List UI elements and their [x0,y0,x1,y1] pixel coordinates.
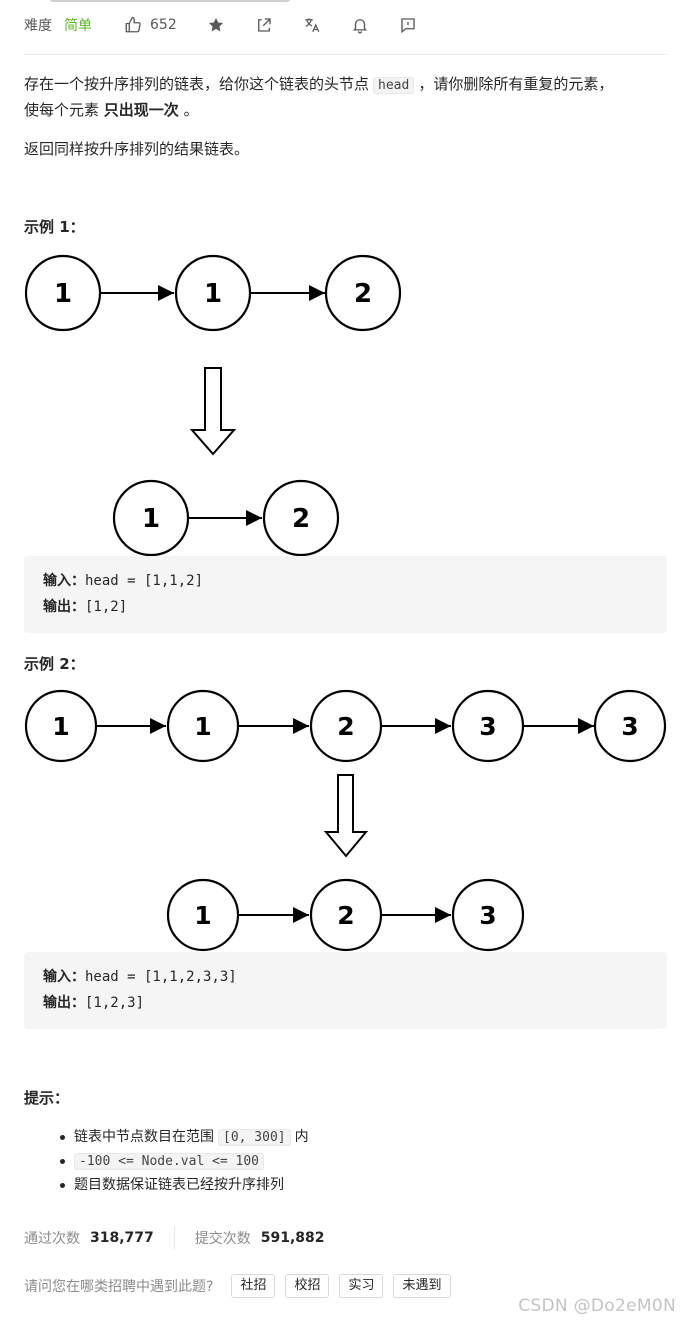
list-node: 3 [593,689,667,763]
problem-description-return: 返回同样按升序排列的结果链表。 [24,140,250,158]
list-item: -100 <= Node.val <= 100 [58,1149,309,1173]
example-2-title: 示例 2： [24,655,85,673]
feedback-button[interactable] [399,16,417,34]
comment-icon [401,18,415,34]
example-2-diagram: 1 1 2 3 3 1 2 3 [24,689,667,952]
svg-text:3: 3 [479,901,496,930]
list-node: 3 [451,689,525,763]
like-count: 652 [150,17,177,33]
divider [173,1226,175,1250]
svg-text:3: 3 [621,712,638,741]
star-icon [208,17,223,32]
favorite-button[interactable] [207,16,225,34]
accepted-label: 通过次数 [24,1231,80,1247]
down-arrow [323,774,369,858]
list-node: 1 [24,689,98,763]
down-arrow [189,367,237,456]
example-2-code: 输入：head = [1,1,2,3,3] 输出：[1,2,3] [24,952,667,1029]
list-node: 2 [262,479,340,557]
hints-title: 提示： [24,1089,70,1107]
svg-text:2: 2 [337,712,354,741]
list-item: 链表中节点数目在范围[0, 300]内 [58,1125,309,1149]
svg-text:2: 2 [354,279,372,309]
inline-code: [0, 300] [218,1129,291,1146]
translate-icon [304,18,320,33]
list-node: 1 [166,689,240,763]
watermark: CSDN @Do2eM0N [518,1296,676,1316]
list-node: 1 [174,254,252,332]
example-output: 输出：[1,2] [43,599,128,615]
bell-icon [352,19,367,34]
list-node: 1 [112,479,190,557]
submitted-label: 提交次数 [194,1231,251,1247]
list-node: 3 [451,878,525,952]
example-input: 输入：head = [1,1,2,3,3] [43,969,237,985]
like-button[interactable]: 652 [124,16,177,34]
accepted-count: 318,777 [90,1230,154,1246]
svg-text:1: 1 [54,279,72,309]
difficulty-badge: 简单 [64,18,92,34]
list-node: 1 [166,878,240,952]
svg-text:2: 2 [337,901,354,930]
tag-campus-recruit[interactable]: 校招 [285,1274,330,1298]
list-item: 题目数据保证链表已经按升序排列 [58,1173,309,1197]
difficulty-label: 难度 [24,18,52,34]
svg-text:1: 1 [194,712,211,741]
svg-text:1: 1 [142,504,160,534]
example-output: 输出：[1,2,3] [43,995,145,1011]
tag-internship[interactable]: 实习 [339,1274,384,1298]
share-button[interactable] [255,16,273,34]
tag-not-encountered[interactable]: 未遇到 [393,1274,451,1298]
survey-question: 请问您在哪类招聘中遇到此题? [24,1279,214,1295]
translate-button[interactable] [303,16,321,34]
svg-text:1: 1 [194,901,211,930]
svg-text:3: 3 [479,712,496,741]
divider [24,54,667,55]
inline-code-head: head [373,77,415,94]
submitted-count: 591,882 [260,1230,325,1246]
list-node: 1 [24,254,102,332]
thumb-up-icon [125,16,141,33]
example-1-title: 示例 1： [24,218,85,236]
cut-off-title [0,0,690,6]
example-1-code: 输入：head = [1,1,2] 输出：[1,2] [24,556,667,633]
example-input: 输入：head = [1,1,2] [43,573,204,589]
hints-list: 链表中节点数目在范围[0, 300]内 -100 <= Node.val <= … [58,1125,309,1197]
list-node: 2 [324,254,402,332]
list-node: 2 [309,878,383,952]
tag-social-recruit[interactable]: 社招 [231,1274,276,1298]
problem-meta-bar: 难度 简单 652 [24,12,447,38]
submission-stats: 通过次数 318,777 提交次数 591,882 [24,1226,325,1250]
svg-text:1: 1 [204,279,222,309]
emphasis-text: 只出现一次 [103,101,179,119]
interview-survey: 请问您在哪类招聘中遇到此题? 社招 校招 实习 未遇到 [24,1274,461,1298]
inline-code: -100 <= Node.val <= 100 [74,1153,265,1170]
share-icon [257,18,271,32]
example-1-diagram: 1 1 2 1 2 [24,254,402,557]
svg-text:1: 1 [52,712,69,741]
list-node: 2 [309,689,383,763]
svg-text:2: 2 [292,504,310,534]
notification-button[interactable] [351,16,369,34]
